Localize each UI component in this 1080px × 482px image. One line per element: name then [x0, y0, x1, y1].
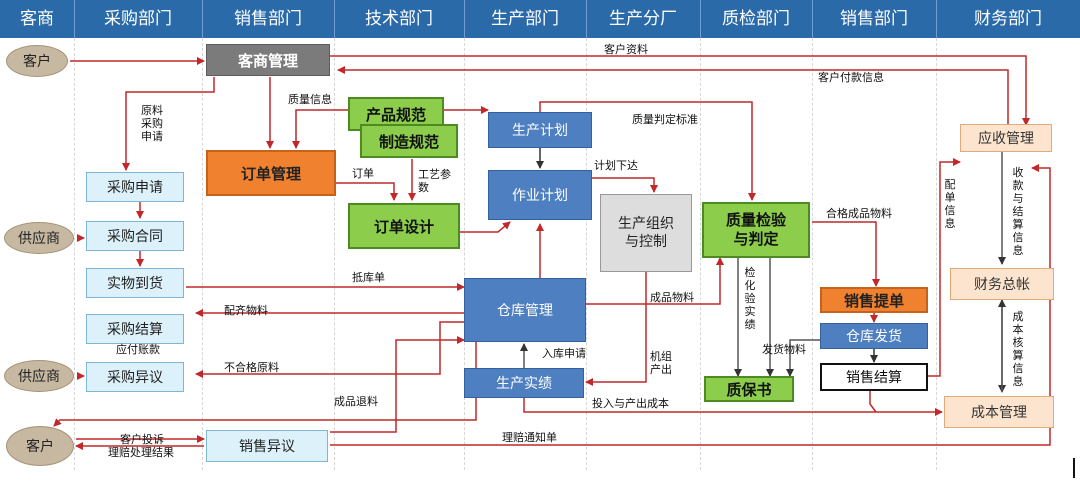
edge-settlement-cost	[869, 390, 877, 413]
edge-customer-info	[308, 55, 1030, 126]
edge-claim-notice	[330, 164, 1051, 446]
lane-divider	[936, 38, 937, 470]
edge-plan-issue	[592, 177, 658, 193]
label-plan-issue: 计划下达	[594, 159, 638, 172]
label-claim-notice: 理赔通知单	[502, 431, 557, 444]
order-management-box: 订单管理	[206, 150, 336, 196]
label-customer-complaint: 客户投诉	[120, 433, 164, 446]
header-technology: 技术部门	[365, 9, 433, 29]
general-ledger-box: 财务总帐	[950, 268, 1054, 300]
label-quality-standard: 质量判定标准	[632, 113, 698, 126]
edge-ship-material	[786, 339, 820, 377]
label-delivery-info: 配单信息	[944, 178, 956, 230]
label-inspection-record: 检化验实绩	[744, 266, 756, 331]
header-production: 生产部门	[491, 9, 559, 29]
work-plan-box: 作业计划	[488, 170, 592, 220]
cost-management-box: 成本管理	[944, 396, 1054, 428]
lane-divider	[812, 38, 813, 470]
production-actual-box: 生产实绩	[464, 368, 584, 398]
edge-warehouse-dispute	[195, 321, 464, 378]
label-cost-accounting: 成本核算信息	[1012, 310, 1024, 388]
edge-quality-standard	[539, 101, 756, 201]
edge-input-output-cost	[523, 396, 943, 416]
merchant-management-box: 客商管理	[206, 44, 330, 76]
sales-dispute-box: 销售异议	[206, 430, 328, 462]
sales-pick-box: 销售提单	[820, 287, 928, 313]
quality-cert-box: 质保书	[704, 376, 794, 402]
edge-design-work	[460, 221, 511, 233]
supplier-node-1: 供应商	[4, 222, 74, 254]
label-storage-request: 入库申请	[542, 347, 586, 360]
lane-divider	[700, 38, 701, 470]
label-process-params: 工艺参数	[418, 168, 451, 194]
edge-delivery-info	[928, 158, 961, 377]
receivable-management-box: 应收管理	[960, 124, 1052, 152]
edge-quality-info	[292, 109, 350, 149]
goods-arrival-box: 实物到货	[86, 268, 184, 298]
label-collateral-note: 抵库单	[352, 271, 385, 284]
lane-divider	[334, 38, 335, 470]
edge-customer-payment	[337, 66, 1009, 125]
department-header: 客商 采购部门 销售部门 技术部门 生产部门 生产分厂 质检部门 销售部门 财务…	[0, 0, 1080, 38]
label-unit-output: 机组产出	[650, 350, 672, 376]
label-claim-result: 理赔处理结果	[108, 446, 174, 459]
qc-judgement-box: 质量检验 与判定	[702, 202, 810, 258]
lane-divider	[74, 38, 75, 470]
label-finished-goods: 成品物料	[650, 291, 694, 304]
manufacturing-spec-box: 制造规范	[360, 124, 458, 158]
lane-divider	[586, 38, 587, 470]
label-quality-info: 质量信息	[288, 93, 332, 106]
label-collection-info: 收款与结算信息	[1012, 166, 1024, 257]
header-quality: 质检部门	[722, 9, 790, 29]
text-cursor-mark	[1073, 458, 1075, 478]
label-customer-info: 客户资料	[604, 43, 648, 56]
header-finance: 财务部门	[974, 9, 1042, 29]
edge-order	[336, 182, 398, 201]
purchase-contract-box: 采购合同	[86, 221, 184, 251]
header-purchasing: 采购部门	[104, 9, 172, 29]
label-matched-material: 配齐物料	[224, 304, 268, 317]
customer-node-top: 客户	[6, 45, 68, 77]
header-sales: 销售部门	[234, 9, 302, 29]
label-payable: 应付账款	[116, 343, 160, 356]
edge-dispute-warehouse	[330, 336, 465, 433]
purchase-request-box: 采购申请	[86, 172, 184, 202]
purchase-dispute-box: 采购异议	[86, 362, 184, 392]
edge-raw-material-request	[122, 77, 215, 171]
label-unqualified-material: 不合格原料	[224, 361, 279, 374]
edge-finished-goods	[586, 257, 724, 305]
label-qualified-goods: 合格成品物料	[826, 207, 892, 220]
production-plan-box: 生产计划	[488, 112, 592, 148]
lane-divider	[202, 38, 203, 470]
customer-node-bottom: 客户	[6, 426, 74, 466]
edge-qualified-goods	[812, 221, 880, 287]
purchase-settlement-box: 采购结算	[86, 314, 184, 344]
supplier-node-2: 供应商	[4, 360, 74, 392]
header-merchant: 客商	[20, 9, 54, 29]
order-design-box: 订单设计	[348, 203, 460, 249]
sales-settlement-box: 销售结算	[820, 363, 928, 391]
production-org-box: 生产组织 与控制	[600, 194, 692, 272]
label-customer-payment: 客户付款信息	[818, 71, 884, 84]
label-input-output-cost: 投入与产出成本	[592, 397, 669, 410]
header-sales-2: 销售部门	[840, 9, 908, 29]
warehouse-ship-box: 仓库发货	[820, 323, 928, 349]
label-raw-material-request: 原料采购申请	[141, 104, 163, 143]
warehouse-management-box: 仓库管理	[464, 278, 586, 342]
lane-divider	[464, 38, 465, 470]
header-branch-factory: 生产分厂	[609, 9, 677, 29]
label-finished-return: 成品退料	[334, 395, 378, 408]
edge-unit-output	[585, 272, 647, 386]
label-order: 订单	[352, 167, 374, 180]
label-ship-material: 发货物料	[762, 343, 806, 356]
